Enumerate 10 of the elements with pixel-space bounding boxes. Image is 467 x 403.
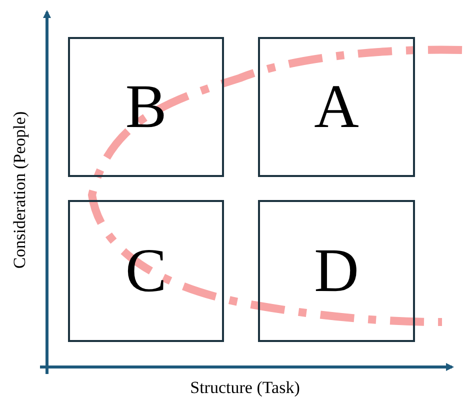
quadrant-box bbox=[68, 200, 224, 342]
quadrant-letter: B bbox=[125, 76, 167, 138]
quadrant-letter: A bbox=[314, 76, 359, 138]
axis-title: Consideration (People) bbox=[10, 111, 30, 269]
quadrant-letter: C bbox=[125, 240, 167, 302]
quadrant-box bbox=[68, 37, 224, 177]
quadrant-letter: D bbox=[314, 240, 359, 302]
quadrant-box bbox=[258, 37, 415, 177]
quadrant-box bbox=[258, 200, 415, 342]
axis-title: Structure (Task) bbox=[190, 378, 300, 398]
